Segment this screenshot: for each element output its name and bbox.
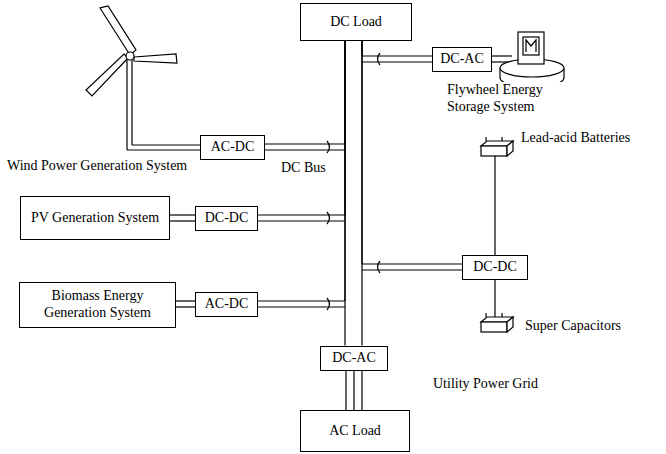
box-label: DC-DC: [205, 210, 249, 227]
part-label: Super Capacitors: [524, 318, 622, 335]
part-label: Flywheel Energy Storage System: [446, 82, 568, 116]
process-box: Biomass Energy Generation System: [19, 282, 176, 328]
process-box: AC-DC: [195, 292, 258, 317]
storage-symbols: [481, 137, 513, 332]
cable-connector: [346, 371, 362, 411]
box-label: DC-AC: [440, 51, 484, 68]
cable-connector: [362, 41, 462, 273]
process-box: DC-DC: [462, 255, 528, 280]
cable-connector: [176, 301, 195, 307]
box-label: DC-AC: [332, 350, 376, 367]
box-label: DC Load: [330, 14, 382, 31]
process-box: PV Generation System: [20, 196, 170, 240]
box-label: DC-DC: [473, 259, 517, 276]
process-box: DC-AC: [432, 47, 492, 72]
cable-connector: [258, 41, 345, 310]
process-box: DC Load: [300, 3, 412, 41]
cable-connector: [345, 41, 362, 346]
part-label: Utility Power Grid: [432, 376, 539, 393]
process-box: AC Load: [300, 410, 410, 452]
process-box: DC-DC: [195, 206, 258, 231]
cable-connector: [170, 215, 195, 221]
box-label: PV Generation System: [31, 210, 159, 227]
process-box: AC-DC: [200, 135, 265, 160]
part-label: Lead-acid Batteries: [520, 130, 631, 147]
box-label: AC-DC: [205, 296, 249, 313]
cable-connector: [362, 41, 432, 65]
process-box: DC-AC: [320, 346, 388, 371]
part-label: Wind Power Generation System: [6, 158, 188, 175]
box-label: AC-DC: [211, 139, 255, 156]
cable-connector: [258, 41, 345, 224]
wind-turbine: [86, 6, 200, 150]
box-label: AC Load: [329, 423, 381, 440]
flywheel-symbol: [492, 32, 564, 87]
cable-connector: [265, 41, 345, 153]
box-label: Biomass Energy Generation System: [26, 288, 169, 322]
part-label: DC Bus: [280, 160, 327, 177]
